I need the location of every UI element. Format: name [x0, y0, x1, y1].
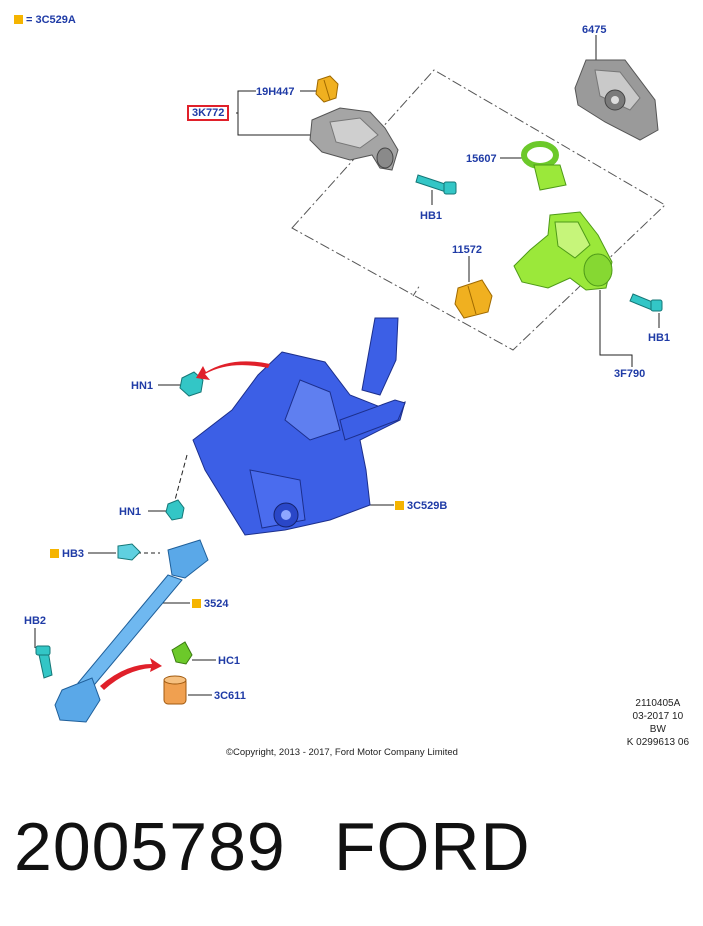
brand-caption: FORD	[334, 809, 531, 885]
ref-line-4: K 0299613 06	[626, 737, 689, 748]
label-3524-text: 3524	[204, 598, 229, 610]
marker-3524	[192, 599, 201, 608]
copyright-text: ©Copyright, 2013 - 2017, Ford Motor Comp…	[226, 747, 458, 758]
part-number-caption: 2005789	[14, 809, 286, 885]
axis-line	[412, 284, 421, 297]
label-HB3: HB3	[50, 548, 84, 560]
part-11572-block	[454, 279, 493, 319]
part-3C611-bushing	[163, 675, 187, 705]
assembly-outline	[291, 69, 666, 351]
label-HB1-upper: HB1	[420, 210, 443, 222]
label-HC1: HC1	[218, 655, 241, 667]
label-6475: 6475	[582, 24, 607, 36]
leader-lines	[34, 35, 660, 696]
marker-3C529B	[395, 501, 404, 510]
part-3F790-lock-housing	[513, 211, 613, 291]
part-3C529B-steering-column	[192, 317, 406, 536]
part-HB2-bolt	[35, 645, 53, 679]
label-3C611: 3C611	[214, 690, 246, 702]
red-arrows	[100, 361, 270, 690]
label-HN1-upper: HN1	[131, 380, 154, 392]
part-19H447-clip	[315, 75, 339, 103]
label-3F790: 3F790	[614, 368, 646, 380]
label-19H447: 19H447	[256, 86, 295, 98]
legend-marker	[14, 15, 23, 24]
label-3C529B: 3C529B	[395, 500, 447, 512]
part-15607-ring	[521, 141, 567, 191]
part-HC1-clip	[171, 641, 193, 665]
part-HB1-bolt-upper	[415, 174, 457, 195]
reference-block: 2110405A 03-2017 10 BW K 0299613 06	[627, 697, 689, 749]
part-HB1-bolt-lower	[629, 293, 663, 312]
part-6475-housing	[574, 59, 659, 141]
ref-line-2: 03-2017 10	[632, 711, 684, 722]
legend-text: = 3C529A	[26, 14, 76, 26]
label-HN1-lower: HN1	[119, 506, 142, 518]
label-3C529B-text: 3C529B	[407, 500, 448, 512]
marker-HB3	[50, 549, 59, 558]
part-3K772-bracket	[309, 107, 399, 171]
part-HN1-nut-lower	[165, 499, 185, 521]
label-HB1-lower: HB1	[648, 332, 671, 344]
label-15607: 15607	[466, 153, 497, 165]
ref-line-3: BW	[649, 724, 666, 735]
label-3524: 3524	[192, 598, 228, 610]
part-HB3-bolt	[117, 543, 141, 561]
label-HB3-text: HB3	[62, 548, 85, 560]
ref-line-1: 2110405A	[635, 698, 681, 709]
label-11572: 11572	[452, 244, 482, 256]
label-3K772: 3K772	[187, 105, 230, 121]
part-3524-intermediate-shaft	[54, 539, 209, 723]
legend: = 3C529A	[14, 14, 76, 26]
label-HB2: HB2	[24, 615, 47, 627]
